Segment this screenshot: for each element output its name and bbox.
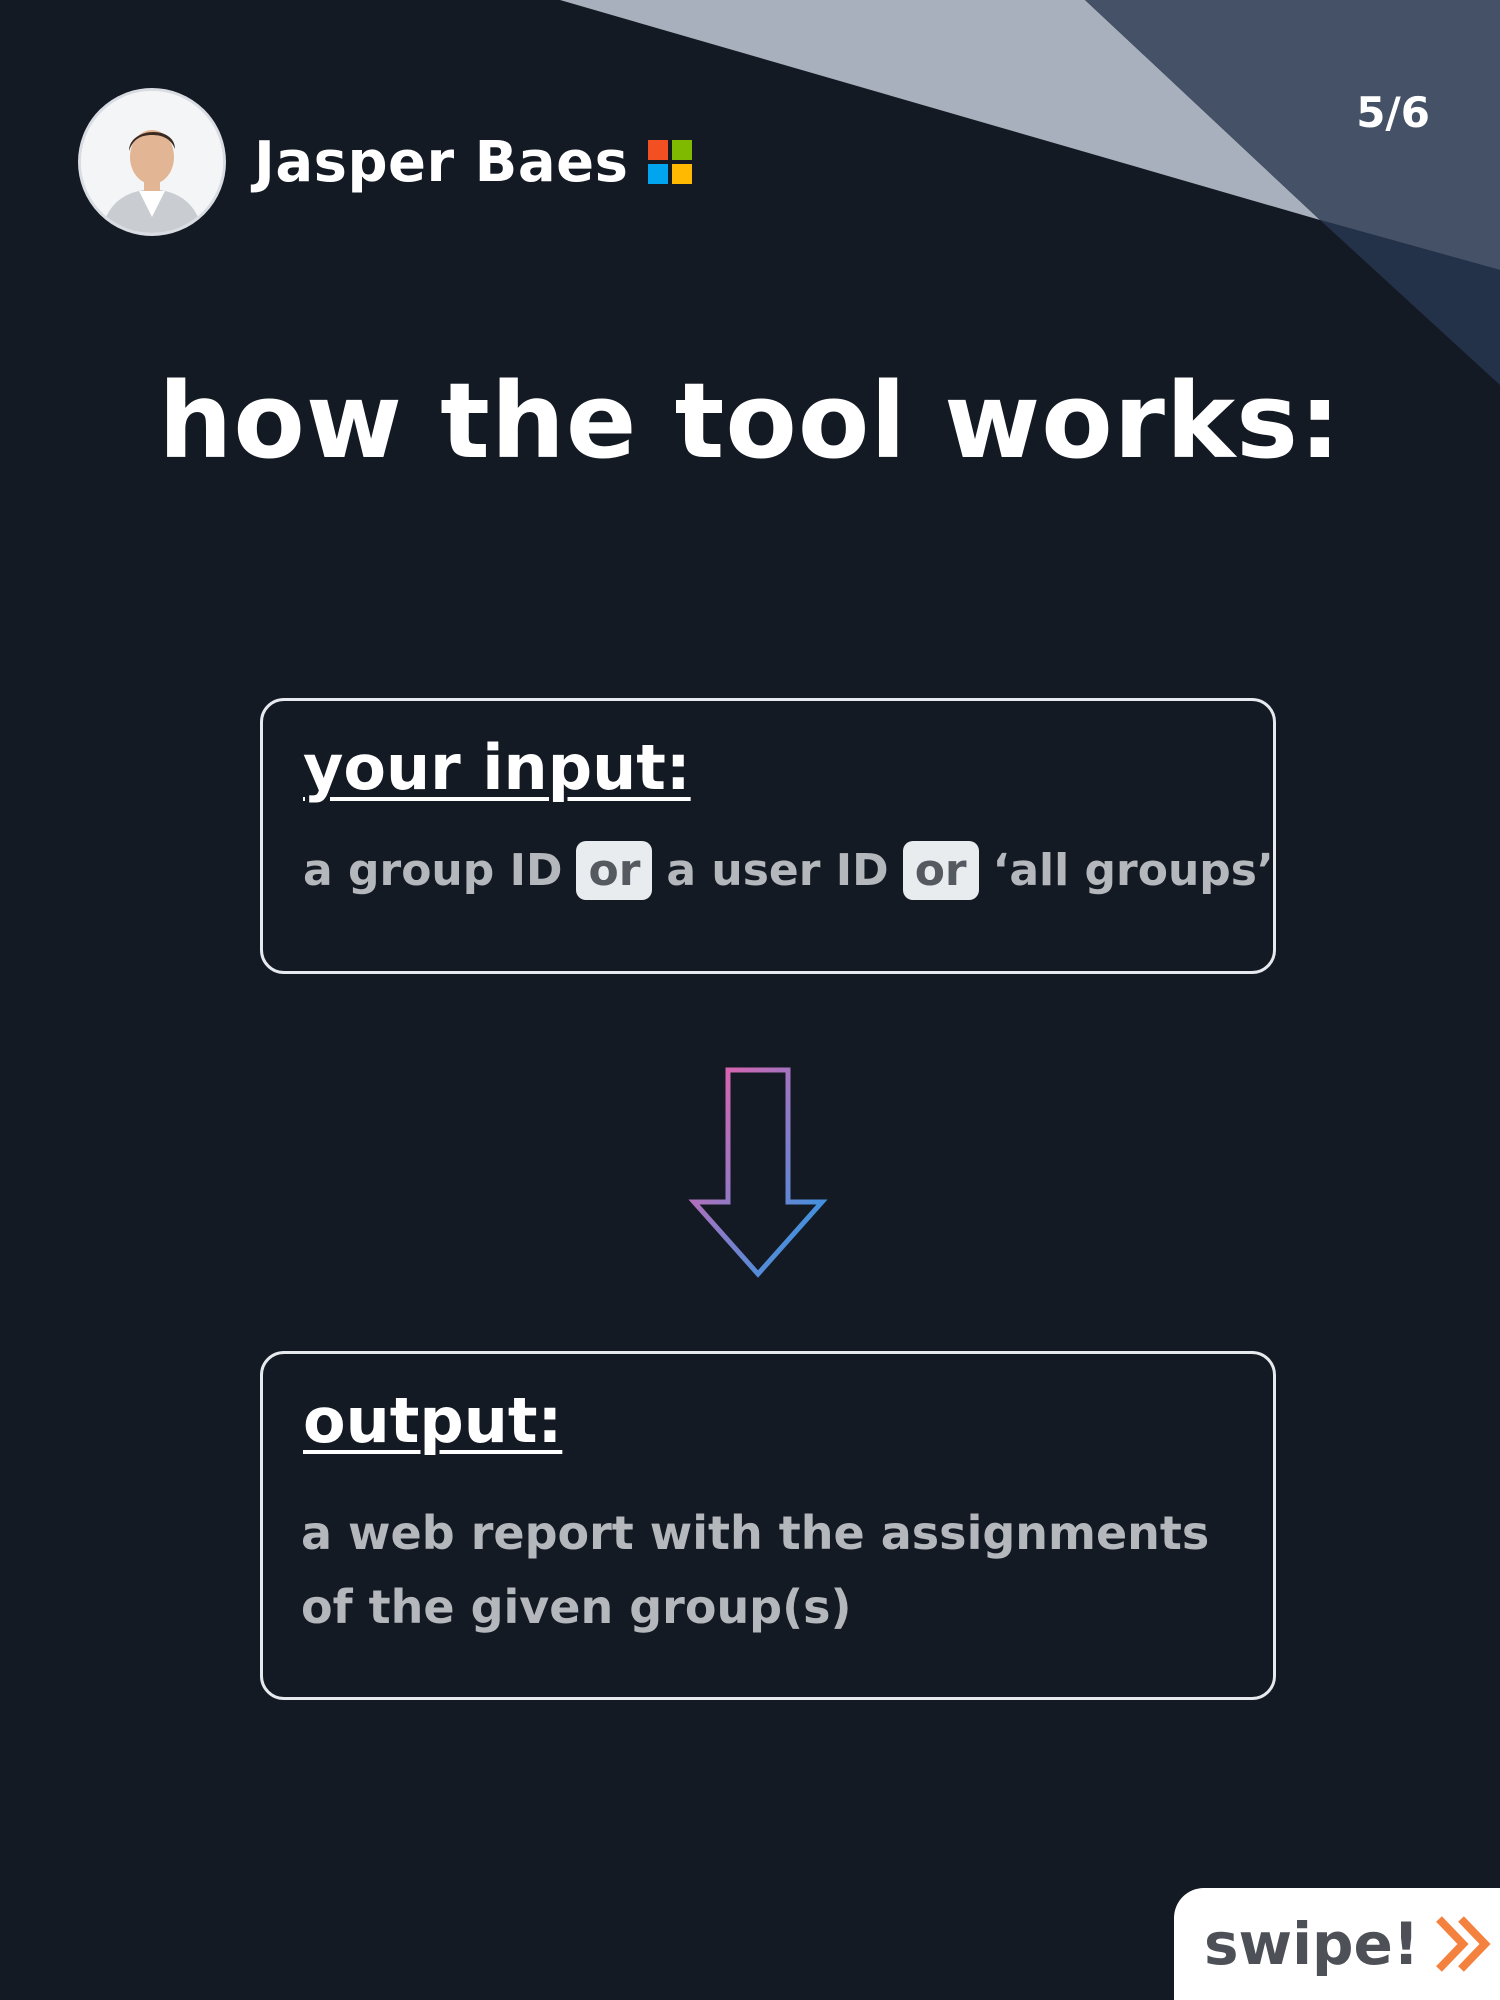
author-header: Jasper Baes [78,88,693,236]
logo-square-yellow [672,164,693,184]
input-option-all-groups: ‘all groups’ [992,845,1274,896]
double-chevron-right-icon [1436,1916,1491,1972]
input-option-user-id: a user ID [666,845,889,896]
page-counter: 5/6 [1356,88,1430,137]
logo-square-blue [648,164,669,184]
avatar[interactable] [78,88,226,236]
output-description: a web report with the assignments of the… [301,1506,1210,1634]
output-box: output: a web report with the assignment… [260,1351,1276,1700]
logo-square-red [648,140,669,160]
down-arrow-icon [688,1067,828,1278]
or-chip: or [576,841,653,900]
or-chip: or [902,841,979,900]
input-box: your input: a group ID or a user ID or ‘… [260,698,1276,974]
author-name: Jasper Baes [254,129,629,195]
swipe-button[interactable]: swipe! [1174,1888,1500,2000]
slide-title: how the tool works: [158,360,1342,482]
swipe-label: swipe! [1204,1910,1420,1978]
microsoft-logo-icon [648,140,693,184]
output-heading: output: [303,1384,563,1457]
input-options: a group ID or a user ID or ‘all groups’ [303,841,1288,900]
input-heading: your input: [303,731,691,804]
logo-square-green [672,140,693,160]
input-option-group-id: a group ID [303,845,563,896]
